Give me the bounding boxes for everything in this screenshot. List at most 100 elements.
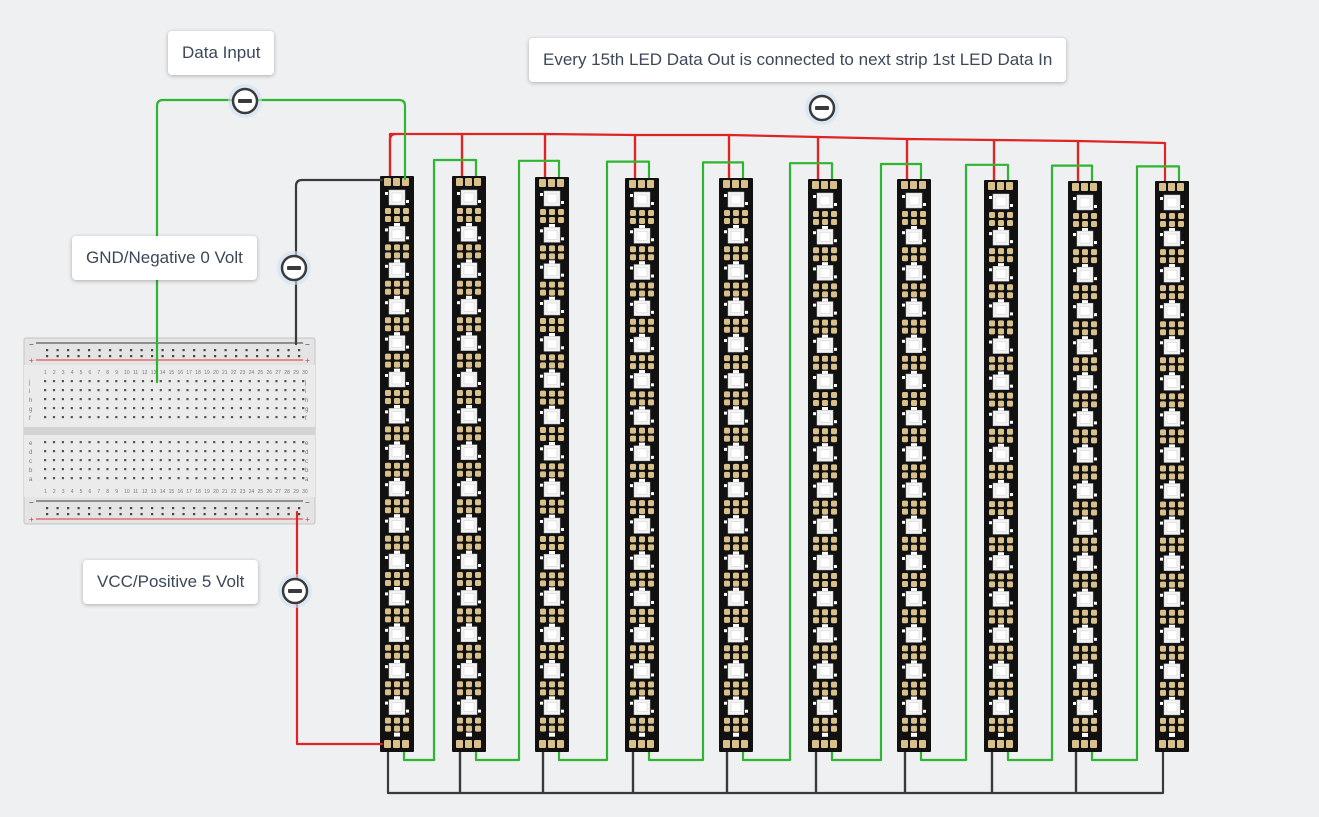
terminal-hole	[257, 380, 260, 383]
rail-hole	[256, 349, 259, 352]
led-lens	[995, 305, 1007, 315]
rail-hole	[119, 349, 122, 352]
cut-pad	[1091, 257, 1097, 264]
cut-pad	[724, 500, 730, 507]
cut-pad	[831, 609, 837, 616]
cut-pad	[1073, 221, 1079, 227]
led-lens	[1079, 702, 1091, 713]
led-pixel	[1073, 555, 1097, 593]
led-pin	[406, 382, 409, 385]
cut-pad	[831, 581, 837, 587]
cut-pad	[457, 390, 463, 396]
led-pin	[923, 311, 926, 315]
led-pixel	[902, 409, 926, 448]
led-pixel	[630, 409, 654, 447]
led-pin	[1094, 637, 1097, 641]
cut-pad	[742, 210, 748, 216]
cut-pad	[1160, 437, 1166, 444]
column-number: 22	[231, 489, 237, 495]
cut-pad	[902, 645, 908, 652]
cut-pad	[475, 652, 481, 659]
led-pin	[745, 455, 748, 459]
cut-pad	[733, 508, 739, 515]
row-letter: h	[305, 398, 308, 404]
cut-pad	[831, 573, 837, 579]
cut-pad	[920, 436, 926, 443]
cut-pad	[1178, 401, 1184, 408]
rail-hole	[287, 349, 290, 352]
led-pin	[813, 629, 816, 633]
led-pin	[902, 484, 905, 488]
cut-pad	[385, 208, 391, 214]
cut-pad	[902, 472, 908, 479]
terminal-hole	[293, 477, 296, 480]
cut-pad	[1169, 329, 1175, 336]
cut-pad	[1007, 436, 1013, 443]
led-strip	[897, 179, 931, 752]
cut-pad	[648, 471, 654, 478]
rail-hole	[172, 507, 175, 510]
led-pin	[745, 637, 748, 641]
led-pin	[385, 556, 388, 559]
cut-pad	[457, 499, 463, 506]
cut-pad	[457, 717, 463, 724]
led-pixel	[385, 480, 409, 519]
cut-pad	[920, 400, 926, 406]
terminal-hole	[239, 477, 242, 480]
cut-pad	[724, 616, 730, 623]
led-pin	[478, 564, 481, 567]
cut-pad	[911, 327, 917, 334]
strip-end-pad	[638, 740, 645, 748]
cut-pad	[457, 361, 463, 368]
led-pin	[561, 310, 564, 313]
cut-pad	[457, 216, 463, 222]
cut-pad	[394, 361, 400, 368]
led-lens	[391, 447, 403, 458]
led-pin	[902, 267, 905, 271]
cut-pad	[1169, 365, 1175, 372]
led-pixel	[1073, 591, 1097, 629]
cut-pad	[920, 508, 926, 515]
led-lens	[819, 304, 831, 314]
led-pin	[834, 673, 837, 677]
led-pin	[1181, 277, 1184, 281]
cut-pad	[998, 328, 1004, 335]
terminal-hole	[150, 407, 153, 410]
rail-hole	[109, 355, 112, 358]
cut-pad	[920, 428, 926, 435]
led-pin	[1160, 377, 1163, 381]
cut-pad	[385, 681, 391, 688]
cut-pad	[403, 244, 409, 251]
cut-pad	[831, 508, 837, 515]
terminal-hole	[257, 441, 260, 444]
cut-pad	[813, 617, 819, 624]
cut-mark	[466, 223, 472, 227]
led-pin	[1160, 233, 1163, 237]
strip-end-pad	[474, 178, 481, 186]
led-pin	[1094, 241, 1097, 245]
cut-pad	[1160, 221, 1166, 227]
cut-pad	[822, 573, 828, 579]
cut-pad	[549, 390, 555, 397]
cut-pad	[466, 644, 472, 651]
strip-end-pad	[821, 740, 828, 748]
cut-pad	[822, 653, 828, 660]
cut-pad	[813, 581, 819, 587]
cut-pad	[385, 572, 391, 578]
cut-pad	[385, 616, 391, 623]
cut-pad	[1007, 392, 1013, 399]
led-pin	[724, 411, 727, 415]
led-pixel	[540, 663, 564, 701]
led-pixel	[630, 264, 654, 302]
cut-mark	[822, 262, 828, 267]
led-pin	[724, 375, 727, 379]
terminal-hole	[222, 441, 225, 444]
column-number: 10	[124, 370, 130, 376]
cut-mark	[1169, 552, 1175, 557]
cut-pad	[466, 608, 472, 615]
terminal-hole	[61, 380, 64, 383]
cut-pad	[466, 208, 472, 214]
cut-pad	[466, 252, 472, 259]
led-pin	[745, 310, 748, 314]
terminal-hole	[141, 468, 145, 471]
